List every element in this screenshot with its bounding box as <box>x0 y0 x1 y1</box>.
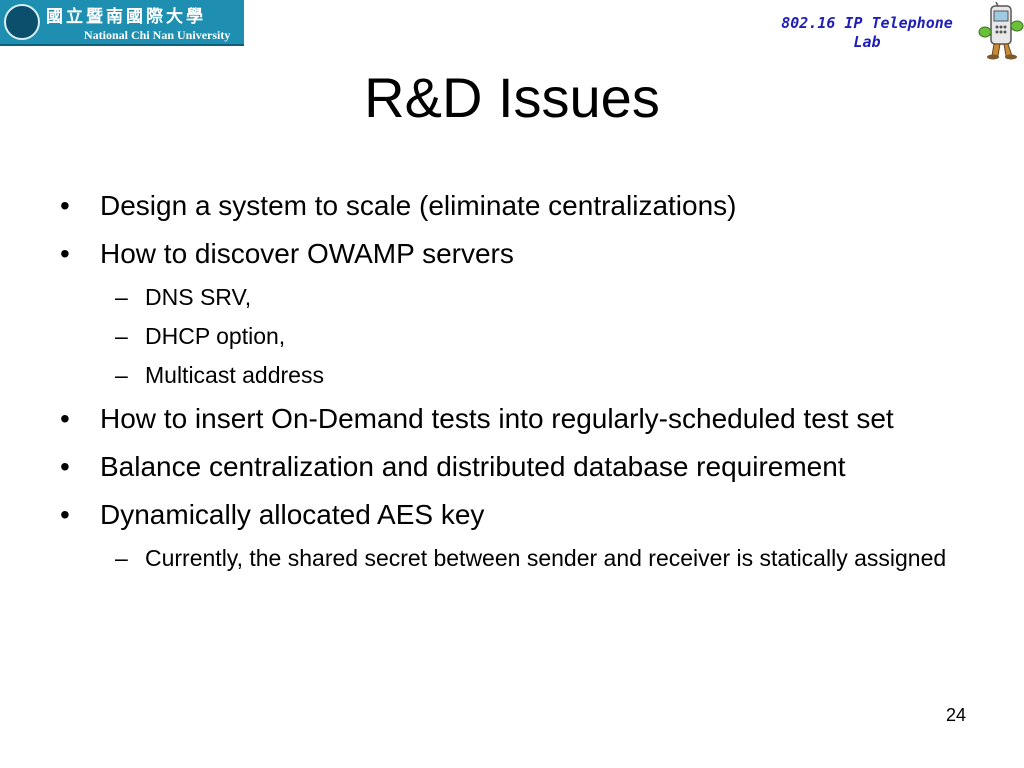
bullet-icon: • <box>60 403 70 434</box>
sub-bullet-item: – DHCP option, <box>60 319 980 353</box>
sub-bullet-text: Multicast address <box>145 362 324 388</box>
university-logo: 國立暨南國際大學 National Chi Nan University <box>0 0 244 46</box>
university-emblem-icon <box>4 4 40 40</box>
university-name-cn: 國立暨南國際大學 <box>46 7 206 27</box>
university-name-en: National Chi Nan University <box>84 28 231 42</box>
bullet-text: How to discover OWAMP servers <box>100 238 514 269</box>
bullet-text: Balance centralization and distributed d… <box>100 451 846 482</box>
sub-bullet-item: – DNS SRV, <box>60 280 980 314</box>
dash-icon: – <box>115 284 128 310</box>
bullet-list: • Design a system to scale (eliminate ce… <box>60 186 980 582</box>
dash-icon: – <box>115 545 128 571</box>
page-number: 24 <box>945 705 966 725</box>
bullet-icon: • <box>60 499 70 530</box>
bullet-text: Design a system to scale (eliminate cent… <box>100 190 737 221</box>
cartoon-phone-icon <box>978 2 1024 60</box>
bullet-icon: • <box>60 238 70 269</box>
bullet-item: • Balance centralization and distributed… <box>60 447 980 487</box>
sub-bullet-text: Currently, the shared secret between sen… <box>145 545 947 571</box>
bullet-text: Dynamically allocated AES key <box>100 499 485 530</box>
bullet-item: • How to discover OWAMP servers <box>60 234 980 274</box>
sub-bullet-text: DHCP option, <box>145 323 286 349</box>
lab-name: 802.16 IP Telephone Lab <box>752 14 982 52</box>
slide-title: R&D Issues <box>364 66 660 129</box>
dash-icon: – <box>115 362 128 388</box>
sub-bullet-item: – Currently, the shared secret between s… <box>60 541 980 575</box>
sub-bullet-item: – Multicast address <box>60 358 980 392</box>
lab-name-line1: 802.16 IP Telephone <box>781 14 953 32</box>
bullet-item: • How to insert On-Demand tests into reg… <box>60 399 980 439</box>
bullet-text: How to insert On-Demand tests into regul… <box>100 403 894 434</box>
bullet-icon: • <box>60 190 70 221</box>
dash-icon: – <box>115 323 128 349</box>
bullet-item: • Dynamically allocated AES key <box>60 495 980 535</box>
lab-name-line2: Lab <box>853 33 881 51</box>
sub-bullet-text: DNS SRV, <box>145 284 252 310</box>
bullet-item: • Design a system to scale (eliminate ce… <box>60 186 980 226</box>
bullet-icon: • <box>60 451 70 482</box>
